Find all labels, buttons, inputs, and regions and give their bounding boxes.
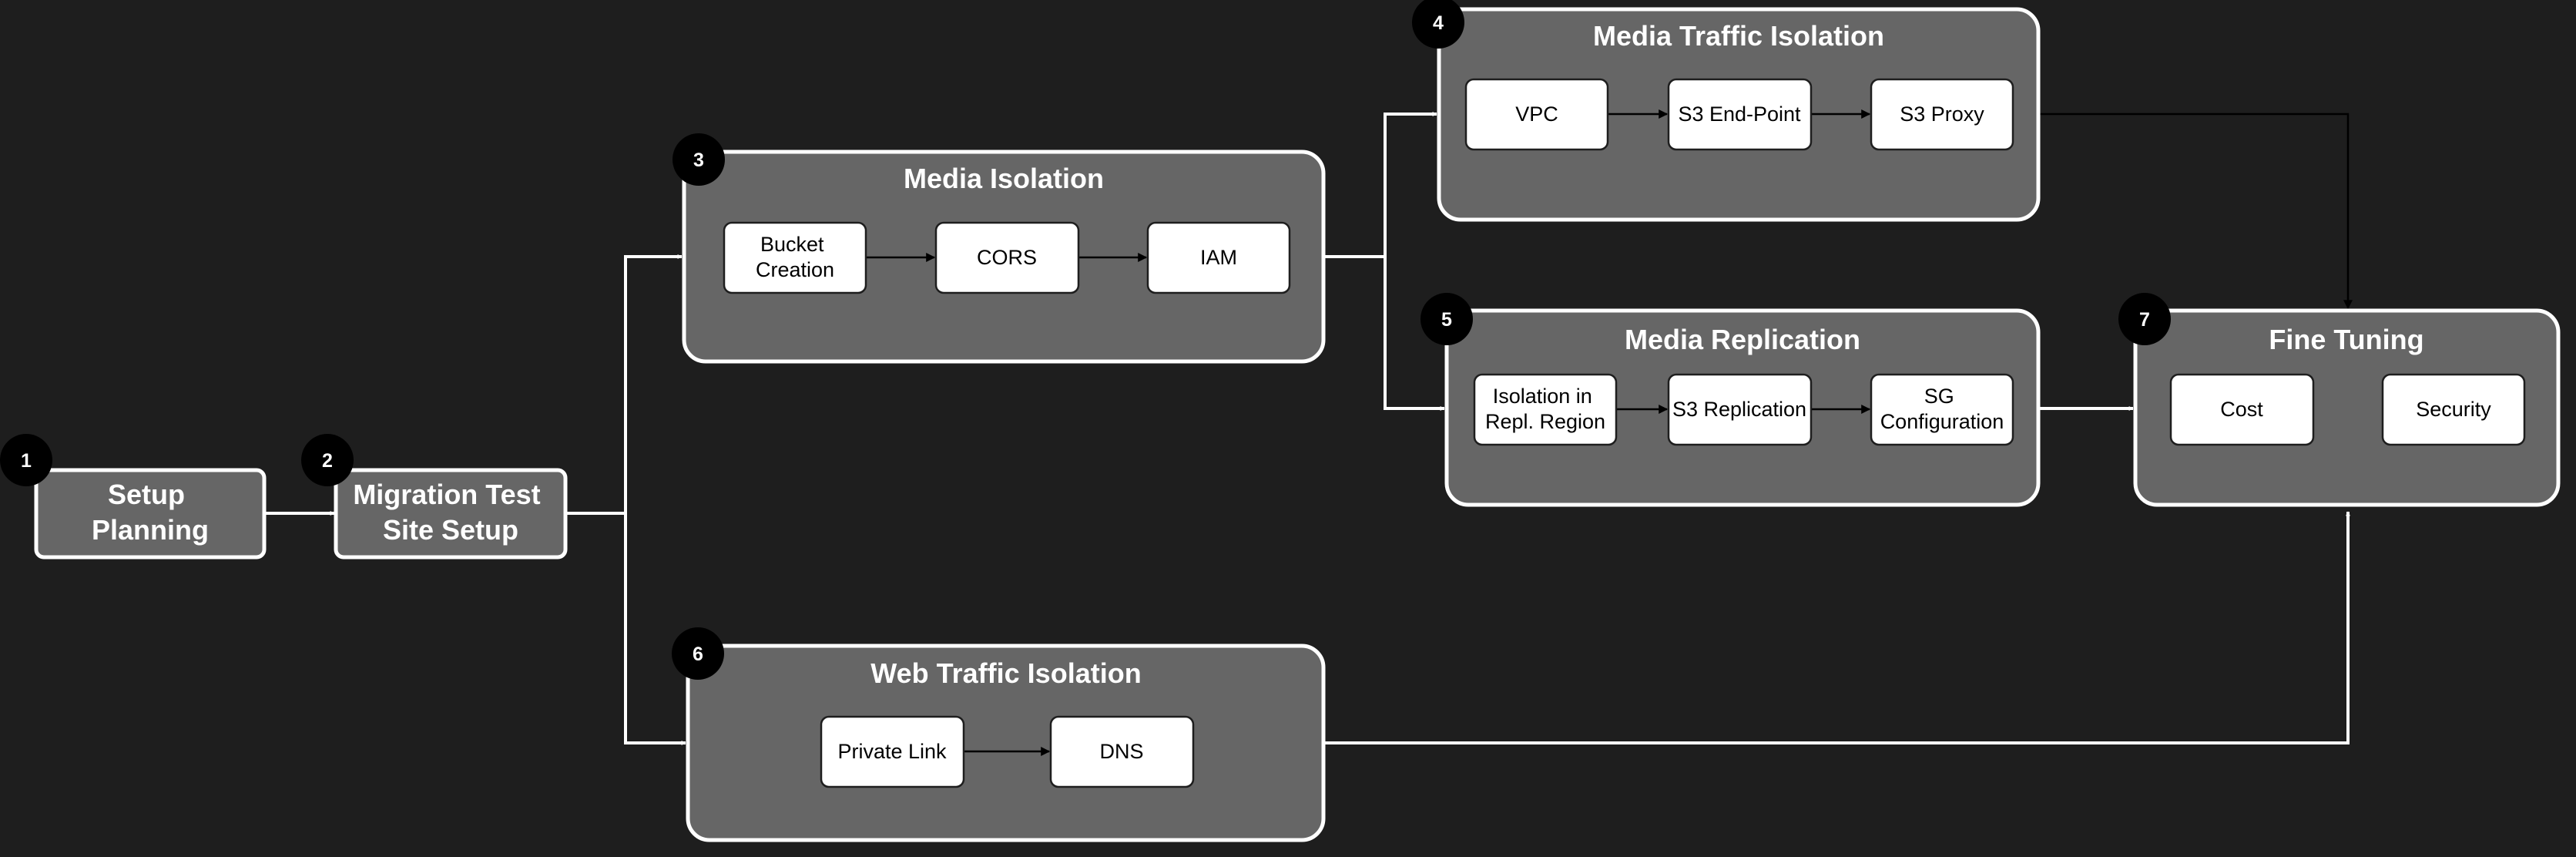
private-link-box[interactable] (820, 715, 965, 788)
s3-proxy-box[interactable] (1870, 78, 2014, 151)
step-2-migration-test-site-setup: Migration Test Site Setup 2 (301, 434, 568, 560)
cors-label: CORS (977, 246, 1037, 269)
step-5-title: Media Replication (1625, 324, 1860, 355)
bucket-creation-label-line-2: Creation (756, 258, 834, 281)
s3-endpoint-label: S3 End-Point (1678, 103, 1801, 126)
step-3-badge-number: 3 (693, 150, 704, 171)
step-2-title-line-1: Migration Test (353, 479, 540, 510)
security-box[interactable] (2381, 373, 2526, 446)
iam-box[interactable] (1146, 221, 1291, 294)
step-7-fine-tuning: Fine Tuning Cost Security 7 (2118, 293, 2561, 507)
step-1-title: Setup Planning (92, 479, 209, 546)
step-1-title-line-1: Setup (108, 479, 185, 510)
step-6-web-traffic-isolation: Web Traffic Isolation Private Link DNS 6 (672, 627, 1326, 842)
sg-configuration-box[interactable] (1870, 373, 2014, 446)
step-4-title: Media Traffic Isolation (1593, 20, 1884, 52)
sg-configuration-label-line-2: Configuration (1880, 410, 2004, 433)
step-3-title: Media Isolation (904, 163, 1104, 194)
step-7-badge (2118, 293, 2171, 345)
connector-6-to-7 (1323, 511, 2350, 744)
stage-connectors (264, 112, 2353, 745)
connector-2-to-6 (624, 513, 686, 745)
step-7-badge-number: 7 (2139, 309, 2150, 331)
step-3-media-isolation: Media Isolation Bucket Creation CORS IAM… (673, 133, 1326, 364)
step-2-title: Migration Test Site Setup (353, 479, 548, 546)
step-1-setup-planning: Setup Planning 1 (0, 434, 267, 560)
isolation-repl-region-box[interactable] (1473, 373, 1618, 446)
step-2-badge-number: 2 (322, 450, 333, 472)
bucket-creation-label-line-1: Bucket (760, 233, 824, 256)
step-4-badge-number: 4 (1433, 12, 1444, 34)
step-2-badge (301, 434, 354, 486)
step-2-title-line-2: Site Setup (383, 514, 518, 546)
connector-4-to-7 (2038, 113, 2353, 310)
iam-label: IAM (1200, 246, 1237, 269)
step-7-title: Fine Tuning (2269, 324, 2423, 355)
step-7-box[interactable] (2133, 308, 2561, 507)
connector-3-to-4 (1323, 112, 1437, 258)
step-1-badge-number: 1 (21, 450, 32, 472)
step-6-title: Web Traffic Isolation (870, 657, 1141, 689)
sg-configuration-label-line-1: SG (1924, 385, 1954, 408)
vpc-label: VPC (1515, 103, 1558, 126)
cost-box[interactable] (2169, 373, 2315, 446)
private-link-label: Private Link (837, 740, 947, 763)
s3-replication-box[interactable] (1667, 373, 1813, 446)
step-5-badge-number: 5 (1441, 309, 1452, 331)
isolation-repl-region-label-line-2: Repl. Region (1485, 410, 1605, 433)
security-label: Security (2416, 398, 2491, 421)
step-5-media-replication: Media Replication Isolation in Repl. Reg… (1420, 293, 2041, 507)
step-1-title-line-2: Planning (92, 514, 209, 546)
step-3-badge (673, 133, 725, 186)
step-1-badge (0, 434, 52, 486)
step-6-badge-number: 6 (693, 644, 703, 665)
dns-box[interactable] (1049, 715, 1195, 788)
step-6-box[interactable] (686, 644, 1326, 842)
connector-3-to-5 (1384, 257, 1445, 411)
s3-replication-label: S3 Replication (1672, 398, 1806, 421)
dns-label: DNS (1099, 740, 1143, 763)
step-4-badge (1412, 0, 1464, 49)
step-1-box[interactable] (34, 468, 267, 560)
cost-label: Cost (2220, 398, 2263, 421)
cors-box[interactable] (934, 221, 1080, 294)
bucket-creation-label: Bucket Creation (756, 233, 834, 281)
s3-endpoint-box[interactable] (1667, 78, 1813, 151)
step-6-badge (672, 627, 724, 680)
step-5-badge (1420, 293, 1473, 345)
connector-2-to-3 (565, 254, 683, 515)
s3-proxy-label: S3 Proxy (1900, 103, 1984, 126)
step-2-box[interactable] (334, 468, 568, 560)
isolation-repl-region-label: Isolation in Repl. Region (1485, 385, 1605, 433)
sg-configuration-label: SG Configuration (1880, 385, 2004, 433)
isolation-repl-region-label-line-1: Isolation in (1493, 385, 1592, 408)
step-4-media-traffic-isolation: Media Traffic Isolation VPC S3 End-Point… (1412, 0, 2041, 222)
bucket-creation-box[interactable] (723, 221, 867, 294)
vpc-box[interactable] (1464, 78, 1609, 151)
